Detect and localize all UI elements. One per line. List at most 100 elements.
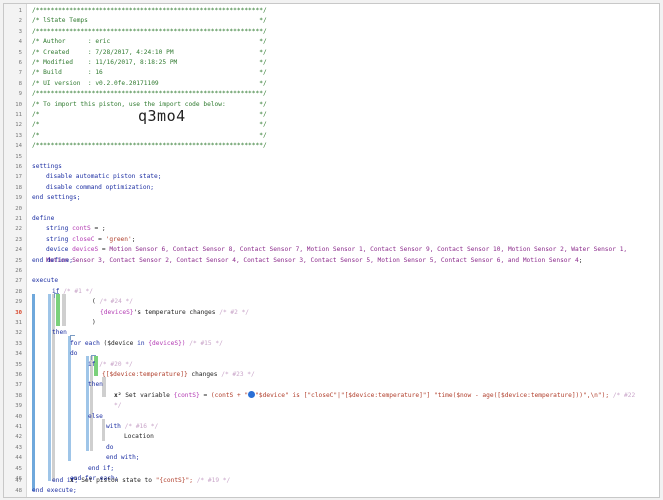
line-number: 1 xyxy=(18,8,22,14)
line-number: 15 xyxy=(15,153,22,160)
statement-id: /* #22 */ xyxy=(114,391,636,410)
if-keyword: if xyxy=(52,287,60,295)
line-number: 36 xyxy=(15,372,22,378)
end-execute[interactable]: end execute; xyxy=(32,487,77,494)
header-line: /* */ xyxy=(32,121,267,129)
set-variable-expr-a: (contS + " xyxy=(210,391,249,399)
statement-id: /* #19 */ xyxy=(196,477,231,484)
line-number: 25 xyxy=(15,257,22,264)
line-number: 35 xyxy=(15,361,22,368)
header-line: /* Created : 7/28/2017, 4:24:10 PM */ xyxy=(32,48,267,56)
location-item[interactable]: Location xyxy=(124,433,154,441)
line-number: 4 xyxy=(18,39,22,46)
line-number: 30 xyxy=(15,309,22,316)
set-variable-action[interactable]: x² Set variable {contS} = (contS + ""$de… xyxy=(32,390,645,412)
var-name: closeC xyxy=(72,235,95,243)
with-block-bar xyxy=(102,419,105,441)
statement-id: /* #16 */ xyxy=(124,423,159,430)
device-list: Motion Sensor 6, Contact Sensor 8, Conta… xyxy=(46,246,628,264)
execute-keyword[interactable]: execute xyxy=(32,277,59,285)
header-line: /* UI version : v0.2.0fe.20171109 */ xyxy=(32,79,267,87)
end-settings[interactable]: end settings; xyxy=(32,194,81,202)
statement-id: /* #20 */ xyxy=(99,360,133,368)
settings-keyword[interactable]: settings xyxy=(32,163,62,170)
define-variable-closeC[interactable]: string closeC = 'green'; xyxy=(32,235,655,245)
else-keyword[interactable]: else xyxy=(88,412,103,420)
line-number: 3 xyxy=(18,28,22,35)
var-name: contS xyxy=(72,225,91,233)
settings-line[interactable]: disable command optimization; xyxy=(46,183,155,191)
line-number: 32 xyxy=(15,330,22,337)
x-squared-icon: x² xyxy=(114,391,122,399)
then-keyword[interactable]: then xyxy=(52,329,67,337)
var-name: deviceS xyxy=(72,246,99,254)
for-each-keyword: for each xyxy=(70,339,100,347)
statement-id: /* #1 */ xyxy=(63,287,93,295)
for-list: {deviceS}) xyxy=(148,339,186,347)
define-variable-deviceS[interactable]: device deviceS = Motion Sensor 6, Contac… xyxy=(32,245,653,266)
line-number: 5 xyxy=(18,49,22,56)
var-type: device xyxy=(46,246,69,254)
line-number: 20 xyxy=(15,205,22,212)
line-number: 13 xyxy=(15,132,22,139)
var-eq: = xyxy=(94,235,106,243)
define-variable-contS[interactable]: string contS = ; xyxy=(32,224,655,234)
header-line: /***************************************… xyxy=(32,7,267,14)
do2-keyword[interactable]: do xyxy=(106,443,114,451)
line-number: 45 xyxy=(15,465,22,472)
then2-keyword[interactable]: then xyxy=(88,381,103,389)
line-number: 27 xyxy=(15,278,22,285)
header-line: /* lState Temps */ xyxy=(32,17,267,25)
define-keyword[interactable]: define xyxy=(32,215,55,222)
trigger-variable: {deviceS} xyxy=(100,308,134,316)
line-number: 33 xyxy=(15,340,22,347)
line-number: 16 xyxy=(15,164,22,170)
set-state-label: Set piston state to xyxy=(81,477,152,484)
line-number: 6 xyxy=(18,60,22,66)
set-piston-state-action[interactable]: x² Set piston state to "{contS}"; /* #19… xyxy=(32,476,655,486)
import-code[interactable]: q3mo4 xyxy=(138,107,186,125)
for-each-statement[interactable]: for each ($device in {deviceS}) /* #15 *… xyxy=(32,339,655,349)
line-number: 9 xyxy=(18,91,22,98)
line-number: 2 xyxy=(18,18,22,25)
line-number: 12 xyxy=(15,122,22,129)
line-number: 41 xyxy=(15,424,22,430)
do-keyword[interactable]: do xyxy=(70,350,78,358)
with-statement[interactable]: with /* #16 */ xyxy=(32,422,655,432)
scope-tick xyxy=(54,293,59,298)
line-number: 37 xyxy=(15,382,22,389)
settings-line[interactable]: disable automatic piston state; xyxy=(46,173,162,181)
set-variable-label: Set variable xyxy=(125,391,170,399)
for-each-bar xyxy=(68,336,71,461)
end-if[interactable]: end if; xyxy=(52,477,79,484)
line-number: 23 xyxy=(15,236,22,243)
if2-block-bar-inner xyxy=(90,356,93,451)
if-statement[interactable]: if /* #1 */ xyxy=(32,287,655,297)
scope-tick xyxy=(91,355,96,360)
line-number: 40 xyxy=(15,413,22,420)
end-define[interactable]: end define; xyxy=(32,256,73,264)
statement-id: /* #23 */ xyxy=(221,371,255,378)
header-line: /* To import this piston, use the import… xyxy=(32,100,267,108)
trigger-condition[interactable]: {deviceS}'s temperature changes /* #2 */ xyxy=(32,308,655,318)
condition2[interactable]: {[$device:temperature]} changes /* #23 *… xyxy=(32,370,655,380)
if-keyword: if xyxy=(88,360,96,368)
line-number: 8 xyxy=(18,80,22,87)
end-if2[interactable]: end if; xyxy=(88,464,115,472)
condition-group[interactable]: ( /* #24 */ xyxy=(32,297,655,307)
header-line: /* */ xyxy=(32,111,267,118)
var-eq: = xyxy=(98,246,110,254)
end-with[interactable]: end with; xyxy=(106,454,140,462)
line-number: 17 xyxy=(15,174,22,181)
if2-statement[interactable]: if /* #20 */ xyxy=(32,360,655,370)
header-line: /***************************************… xyxy=(32,90,267,98)
if2-block-bar xyxy=(86,356,89,451)
end-for-each[interactable]: end for each; xyxy=(70,475,119,482)
header-line: /* */ xyxy=(32,131,267,139)
line-number: 43 xyxy=(15,444,22,451)
condition-expression: {[$device:temperature]} xyxy=(102,371,188,378)
header-line: /* Modified : 11/16/2017, 8:18:25 PM */ xyxy=(32,59,267,66)
header-line: /***************************************… xyxy=(32,27,267,35)
